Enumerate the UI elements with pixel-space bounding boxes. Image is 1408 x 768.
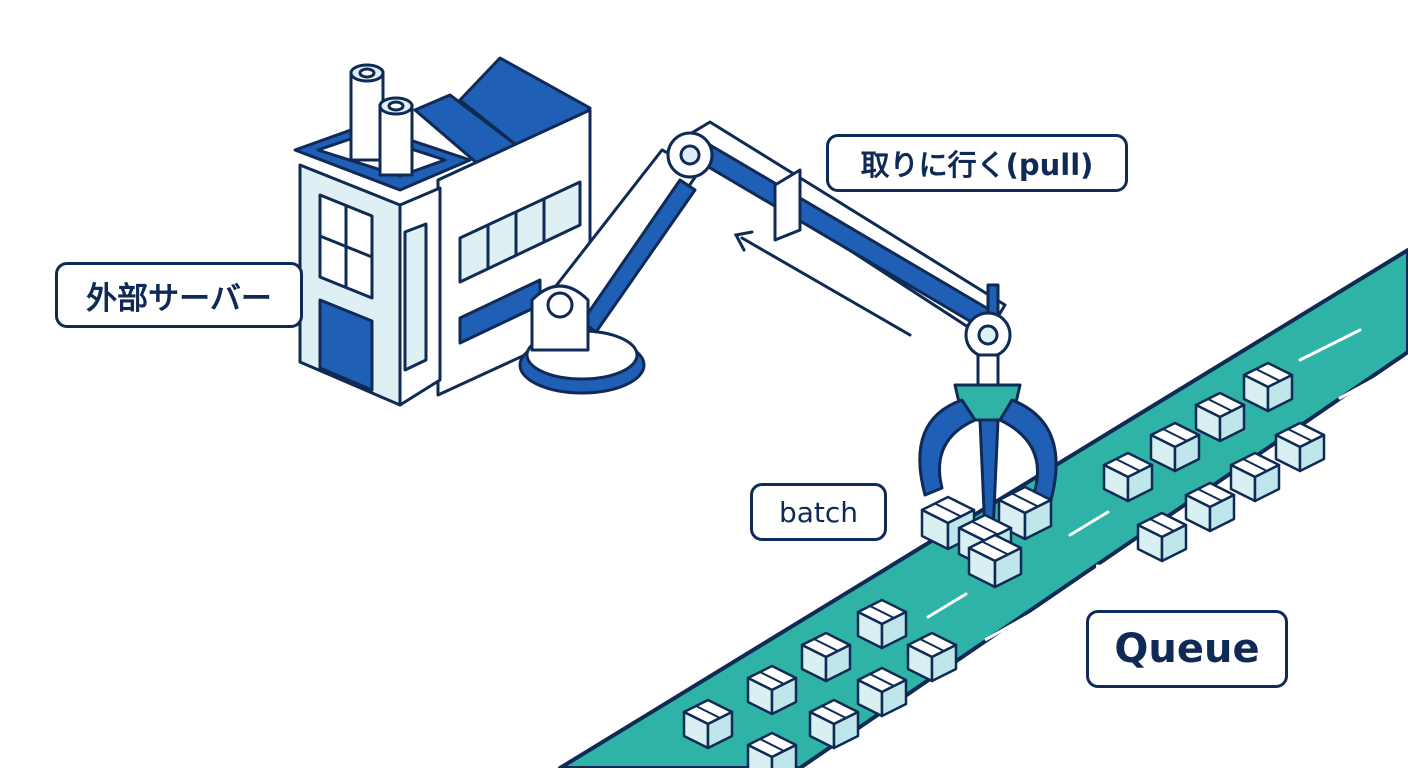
queue-boxes: [682, 361, 1326, 768]
cube: [856, 666, 908, 718]
batch-label: batch: [750, 483, 887, 541]
cube: [746, 664, 798, 716]
cube: [1274, 421, 1326, 473]
cube: [1194, 391, 1246, 443]
cube: [1102, 451, 1154, 503]
cube: [1242, 361, 1294, 413]
cube: [1229, 451, 1281, 503]
cube: [808, 698, 860, 750]
cube: [1149, 421, 1201, 473]
cube: [856, 598, 908, 650]
pull-label: 取りに行く(pull): [826, 134, 1128, 192]
robot-arm: [518, 120, 1058, 557]
cube: [1184, 481, 1236, 533]
flow-arrow: [984, 564, 1117, 642]
cube: [1136, 511, 1188, 563]
queue-label: Queue: [1086, 610, 1288, 688]
cube: [682, 698, 734, 750]
external-server-label: 外部サーバー: [55, 262, 303, 328]
batch-boxes: [920, 485, 1053, 589]
cube: [800, 631, 852, 683]
cube: [967, 533, 1023, 589]
pull-arrow: [733, 230, 912, 337]
conveyor-lane-dashes: [926, 328, 1397, 619]
claw-left: [918, 398, 977, 497]
factory-building: [293, 56, 592, 407]
cube: [746, 731, 798, 768]
cube: [906, 631, 958, 683]
